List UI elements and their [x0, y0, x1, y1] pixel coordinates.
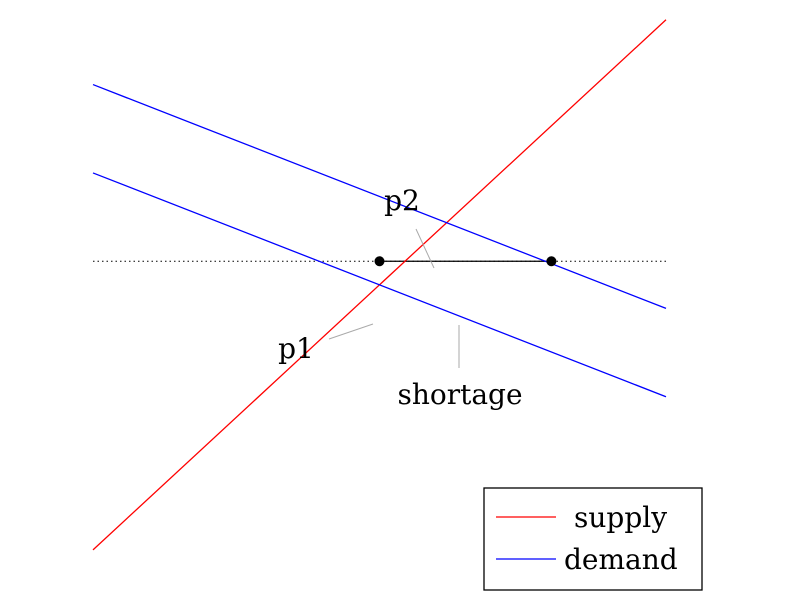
demand-line-1	[92, 172, 667, 398]
legend: supply demand	[483, 487, 703, 591]
point-1	[374, 256, 385, 267]
demand-line-2	[92, 83, 667, 309]
shortage-label: shortage	[397, 378, 522, 411]
legend-label-demand: demand	[564, 543, 678, 576]
p1-leader	[328, 323, 374, 340]
p1-label: p1	[278, 332, 314, 365]
plot-area	[92, 19, 667, 551]
point-2	[546, 256, 557, 267]
p2-leader	[415, 228, 435, 269]
legend-label-supply: supply	[574, 501, 667, 534]
p2-label: p2	[384, 184, 420, 217]
legend-box	[483, 487, 703, 591]
